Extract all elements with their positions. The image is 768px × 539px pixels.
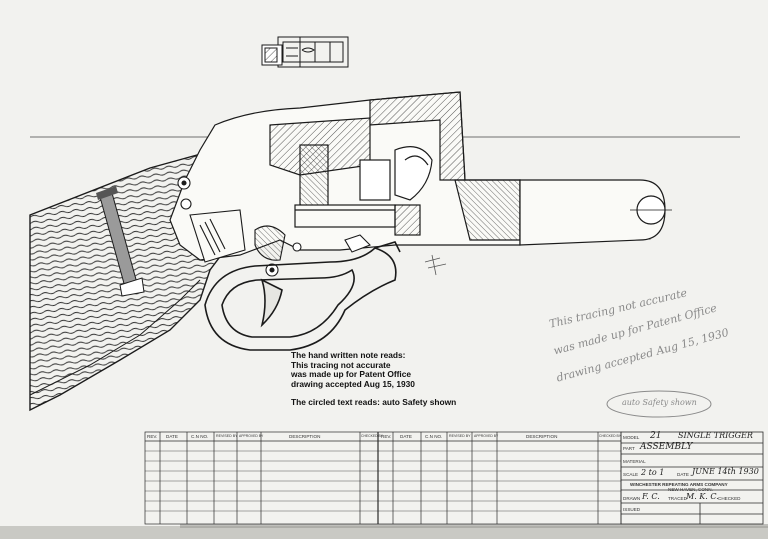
circled-annotation-outline: [606, 390, 712, 418]
date-value: JUNE 14th 1930: [692, 467, 759, 476]
rev-header-approved-right: APPROVED BY: [474, 434, 499, 438]
company-location: NEW HAVEN, CONN.: [668, 487, 713, 492]
rev-header-checked-right: CHECKED BY: [599, 434, 622, 438]
rev-header-approved-left: APPROVED BY: [239, 434, 264, 438]
rev-header-description-left: DESCRIPTION: [289, 434, 321, 439]
material-label: MATERIAL: [623, 459, 646, 464]
trigger-mechanism: [177, 176, 371, 277]
detail-view-top: [261, 36, 349, 68]
company-name: WINCHESTER REPEATING ARMS COMPANY: [630, 482, 728, 487]
model-description: SINGLE TRIGGER: [678, 431, 753, 440]
note-line-4: drawing accepted Aug 15, 1930: [291, 378, 415, 389]
revision-table-grid: [144, 431, 622, 525]
checked-label: CHECKED: [718, 496, 741, 501]
part-label: PART: [623, 446, 635, 451]
scale-value: 2 to 1: [641, 468, 665, 477]
note-line-1: The hand written note reads:: [291, 350, 406, 360]
note-line-3: was made up for Patent Office: [291, 369, 412, 380]
note-line-2: This tracing not accurate: [291, 359, 391, 370]
model-value: 21: [650, 431, 662, 441]
rev-header-cn-left: C.N NO.: [191, 434, 209, 439]
note-line-5: The circled text reads: auto Safety show…: [291, 397, 457, 408]
model-label: MODEL: [623, 435, 640, 440]
rev-header-rev-right: REV.: [381, 434, 392, 439]
traced-value: M. K. C.: [686, 492, 719, 501]
barrel-section: [519, 179, 672, 246]
pencil-mark: [424, 254, 447, 276]
drawn-value: F. C.: [642, 492, 660, 501]
rev-header-revised-right: REVISED BY: [449, 434, 471, 438]
rev-header-rev-left: REV.: [147, 434, 158, 439]
receiver-frame: [169, 91, 521, 261]
date-label: DATE: [677, 472, 689, 477]
traced-label: TRACED: [668, 496, 687, 501]
stock-bolt: [96, 186, 145, 297]
rev-header-revised-left: REVISED BY: [216, 434, 238, 438]
rev-header-date-left: DATE: [166, 434, 178, 439]
trigger-guard: [204, 241, 401, 351]
circled-handwritten-text: auto Safety shown: [622, 398, 697, 407]
part-value: ASSEMBLY: [640, 442, 693, 452]
scale-label: SCALE: [623, 472, 639, 477]
issued-label: ISSUED: [623, 507, 641, 512]
drawn-label: DRAWN: [623, 496, 641, 501]
rev-header-description-right: DESCRIPTION: [526, 434, 558, 439]
rev-header-cn-right: C.N NO.: [425, 434, 443, 439]
rev-header-date-right: DATE: [400, 434, 412, 439]
rev-header-checked-left: CHECKED BY: [361, 434, 384, 438]
typed-note: The hand written note reads: This tracin…: [291, 350, 457, 408]
title-block-grid: [620, 431, 764, 525]
